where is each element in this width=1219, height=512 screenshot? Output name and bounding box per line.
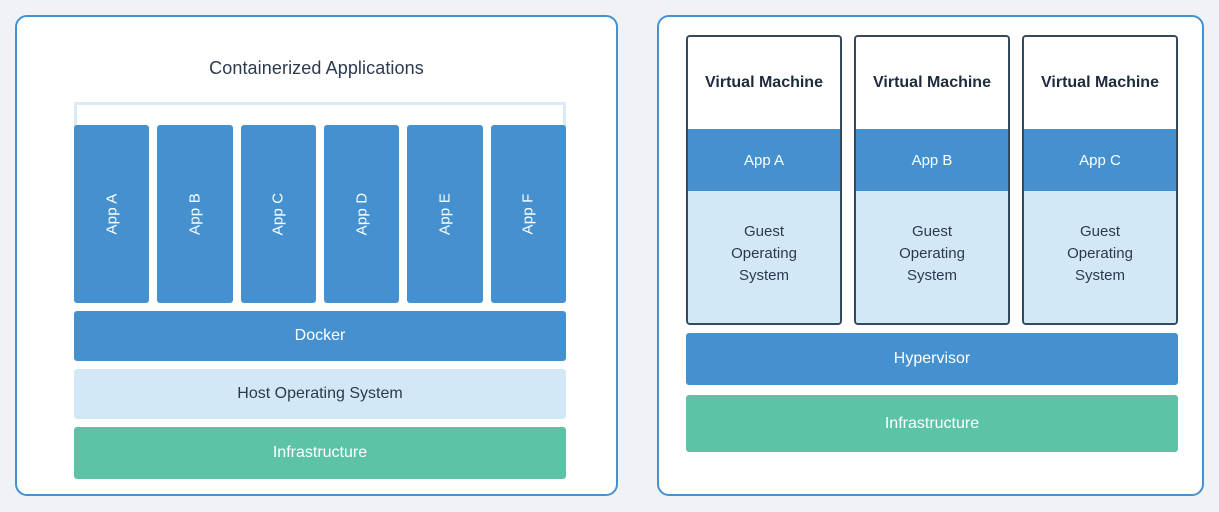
container-app-d-label: App D bbox=[353, 192, 371, 236]
container-app-a[interactable]: App A bbox=[74, 125, 150, 303]
virtual-machine-app-3: App C bbox=[1024, 129, 1176, 191]
hypervisor-layer[interactable]: Hypervisor bbox=[686, 333, 1178, 385]
container-app-c[interactable]: App C bbox=[240, 125, 316, 303]
container-app-f-label: App F bbox=[519, 193, 537, 235]
container-app-a-label: App A bbox=[103, 193, 121, 235]
infrastructure-layer-right[interactable]: Infrastructure bbox=[686, 395, 1178, 452]
container-app-f[interactable]: App F bbox=[490, 125, 566, 303]
container-app-b-label: App B bbox=[186, 193, 204, 235]
container-apps-row: App A App B App C App D App E App F bbox=[74, 125, 566, 303]
container-app-c-label: App C bbox=[269, 192, 287, 236]
infrastructure-layer-left[interactable]: Infrastructure bbox=[74, 427, 566, 479]
virtual-machine-title-3: Virtual Machine bbox=[1024, 37, 1176, 129]
container-app-e-label: App E bbox=[436, 193, 454, 235]
page-title: Containerized Applications bbox=[209, 58, 424, 78]
virtual-machine-app-1: App A bbox=[688, 129, 840, 191]
virtual-machine-app-2: App B bbox=[856, 129, 1008, 191]
host-operating-system-layer[interactable]: Host Operating System bbox=[74, 369, 566, 419]
virtual-machine-title-2: Virtual Machine bbox=[856, 37, 1008, 129]
container-app-d[interactable]: App D bbox=[323, 125, 400, 303]
container-app-e[interactable]: App E bbox=[407, 125, 483, 303]
virtual-machine-title-1: Virtual Machine bbox=[688, 37, 840, 129]
container-group-bracket bbox=[74, 102, 566, 130]
docker-layer[interactable]: Docker bbox=[74, 311, 566, 361]
container-app-b[interactable]: App B bbox=[157, 125, 233, 303]
containerized-applications-panel: Containerized Applications App A App B A… bbox=[15, 15, 618, 496]
